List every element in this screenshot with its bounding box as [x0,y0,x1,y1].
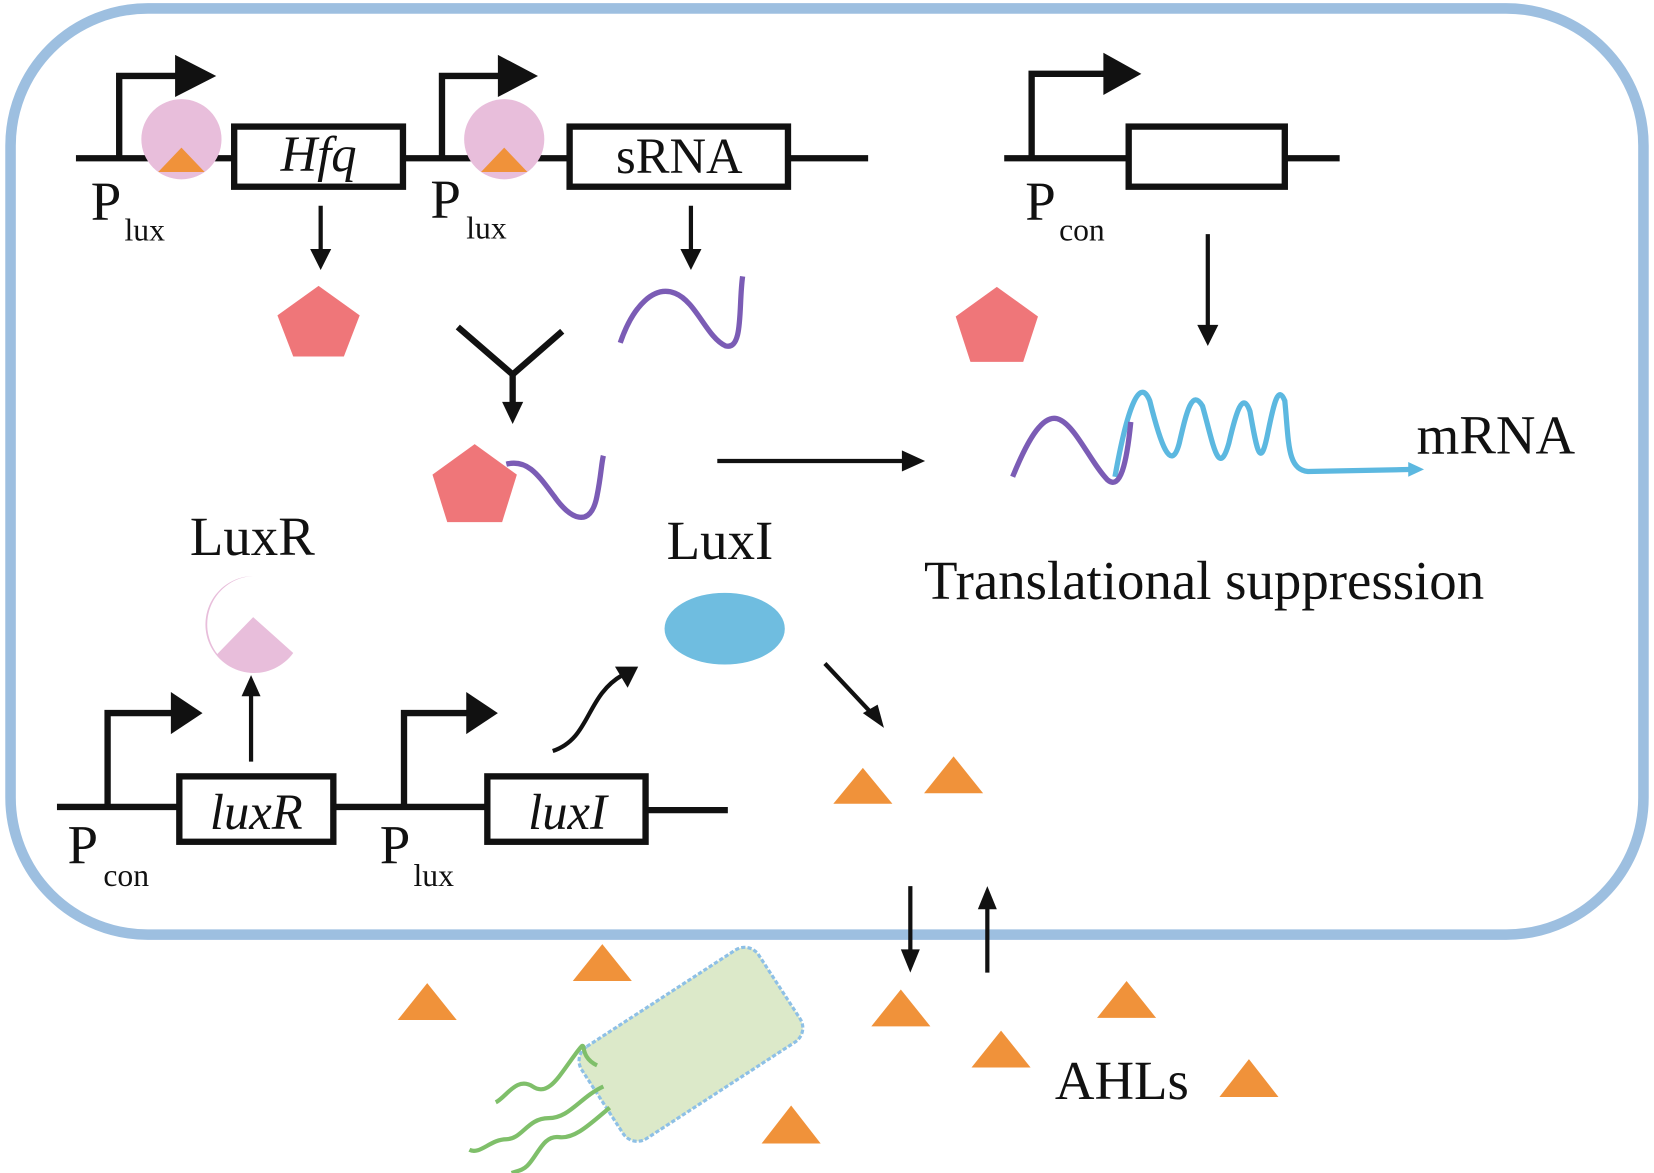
promoter-sub-label: lux [124,213,165,248]
promoter-arrow-icon [1028,70,1108,159]
promoter-label: P [68,814,99,875]
flagellum-icon [510,1105,612,1173]
mrna-suppressed [1010,389,1425,485]
gene-box-target [1125,123,1288,190]
ahl-molecule-icon [971,1030,1031,1068]
arrowhead-icon [680,248,702,271]
gene-label-srna: sRNA [616,128,743,184]
promoter-label: P [430,168,461,229]
ahl-molecule-icon [1097,981,1157,1018]
ahl-molecule-icon [572,944,632,982]
srna-strand-icon [505,455,606,520]
luxi-cassette: luxI P lux [380,666,728,893]
promoter-sub-label: lux [414,858,455,893]
promoter-arrow-icon [116,72,180,159]
ahls-label: AHLs [1055,1050,1189,1111]
luxr-label: LuxR [190,506,315,567]
ahl-molecule-icon [1219,1059,1279,1098]
mrna-strand-icon [1112,389,1414,478]
gene-box-hfq [231,123,407,190]
promoter-arrow-icon [400,709,470,807]
ahl-molecule-icon [871,989,931,1027]
mrna-label: mRNA [1417,405,1576,466]
hfq-protein-icon [955,286,1038,362]
srna-cassette: sRNA P lux [430,54,869,245]
ahl-molecule-icon [761,1105,821,1144]
luxi-label: LuxI [667,510,774,571]
arrow-luxi-expression [552,673,624,754]
promoter-label: P [1025,170,1056,231]
arrowhead-icon [977,886,997,910]
luxr-protein-icon [205,575,294,673]
arrowhead-icon [310,248,332,271]
arrowhead-icon [900,949,920,973]
bacterium-icon [468,945,805,1173]
expression-arrows [310,205,1219,346]
gene-label-luxr: luxR [210,784,303,840]
target-cassette: P con [1004,52,1340,248]
promoter-arrow-icon [438,72,502,159]
luxr-protein-icon [464,99,545,180]
promoter-label: P [380,814,411,875]
ahl-molecule-icon [924,756,984,794]
luxr-protein-icon [141,99,222,180]
arrowhead-icon [1197,324,1219,346]
arrowhead-icon [862,704,884,728]
flagellum-icon [468,1084,605,1153]
gene-label-hfq: Hfq [280,126,357,182]
arrow-ahl-synthesis [823,662,875,717]
promoter-arrowhead-icon [497,54,538,98]
ahl-molecule-icon [397,983,457,1021]
cell-membrane [5,3,1649,940]
ahl-bound-icon [481,147,528,172]
promoter-sub-label: con [103,858,149,893]
srna-strand-icon [1010,415,1134,485]
promoter-arrowhead-icon [1103,52,1142,95]
hfq-protein-icon [277,285,360,357]
hfq-srna-complex [432,444,606,523]
promoter-sub-label: lux [466,210,507,245]
promoter-arrowhead-icon [170,691,203,735]
hfq-cassette: Hfq P lux [75,54,570,248]
promoter-label: P [91,170,122,231]
luxr-cassette: luxR P con [56,675,488,893]
srna-strand-icon [617,276,746,349]
promoter-arrowhead-icon [175,54,217,98]
gene-box-luxi [484,773,649,845]
ahl-bound-icon [158,147,205,172]
promoter-sub-label: con [1059,213,1105,248]
diffusion-arrows [900,886,997,973]
arrowhead-icon [614,666,639,688]
ahl-molecule-icon [833,767,893,804]
arrowhead-icon [901,450,926,472]
flagellum-icon [494,1043,599,1105]
ahl-outside [397,944,1279,1144]
ahl-inside [833,756,984,804]
gene-box-luxr [176,773,337,845]
promoter-arrowhead-icon [466,691,498,735]
arrowhead-icon [502,401,524,425]
hfq-protein-icon [432,444,517,523]
arrowhead-icon [241,675,261,697]
gene-label-luxi: luxI [528,784,609,840]
mrna-end-icon [1408,462,1425,477]
translational-suppression-label: Translational suppression [924,550,1484,611]
merge-arrow [455,324,565,425]
promoter-arrow-icon [104,709,175,807]
luxi-protein-icon [664,592,785,665]
